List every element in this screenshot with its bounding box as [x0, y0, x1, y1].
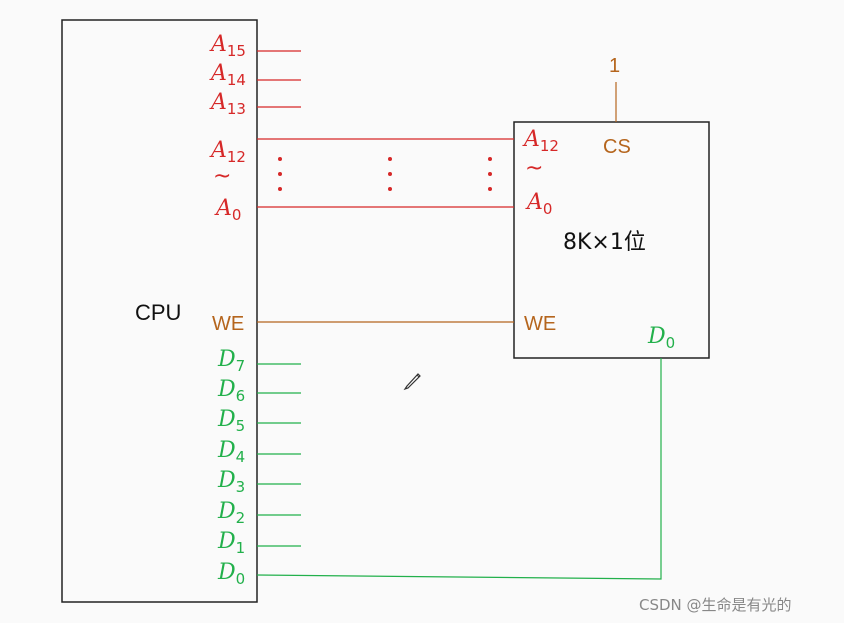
- cpu-box: [61, 19, 258, 603]
- memory-chip-box: [513, 121, 710, 359]
- label-chip-cs: CS: [603, 136, 631, 158]
- data-lines: [256, 358, 662, 580]
- label-chip-a12: A12: [522, 127, 559, 155]
- label-cpu-we: WE: [212, 313, 244, 335]
- label-d2: D2: [217, 499, 245, 527]
- label-d1: D1: [217, 529, 245, 557]
- watermark: CSDN @生命是有光的: [639, 596, 792, 614]
- label-chip-tilde: ~: [525, 156, 543, 181]
- label-d4: D4: [217, 438, 245, 466]
- label-d6: D6: [217, 377, 245, 405]
- cpu-address-range-labels: A12 ~ A0: [209, 138, 246, 224]
- address-high-labels: A15 A14 A13: [209, 32, 246, 118]
- label-d3: D3: [217, 468, 245, 496]
- label-d0: D0: [217, 560, 245, 588]
- label-a15: A15: [209, 32, 246, 60]
- label-chip-a0: A0: [525, 190, 552, 218]
- ellipsis-dots: [278, 157, 492, 191]
- label-chip-we: WE: [524, 313, 556, 335]
- label-a14: A14: [209, 61, 246, 89]
- data-labels: D7 D6 D5 D4 D3 D2 D1 D0 D0: [217, 324, 675, 588]
- memory-chip-label: 8K×1位: [563, 230, 646, 255]
- pencil-icon: [403, 373, 421, 391]
- cs-value: 1: [609, 55, 620, 77]
- label-cpu-a0: A0: [214, 196, 241, 224]
- label-a13: A13: [209, 90, 246, 118]
- label-d5: D5: [217, 407, 245, 435]
- wire-d0: [256, 358, 662, 580]
- address-high-lines: [257, 50, 301, 108]
- address-bus: [257, 138, 514, 208]
- chip-address-labels: A12 ~ A0: [522, 127, 559, 218]
- cpu-label: CPU: [135, 300, 181, 325]
- label-chip-d0: D0: [647, 324, 675, 352]
- label-cpu-a12: A12: [209, 138, 246, 166]
- label-d7: D7: [217, 347, 245, 375]
- label-cpu-tilde: ~: [213, 164, 231, 189]
